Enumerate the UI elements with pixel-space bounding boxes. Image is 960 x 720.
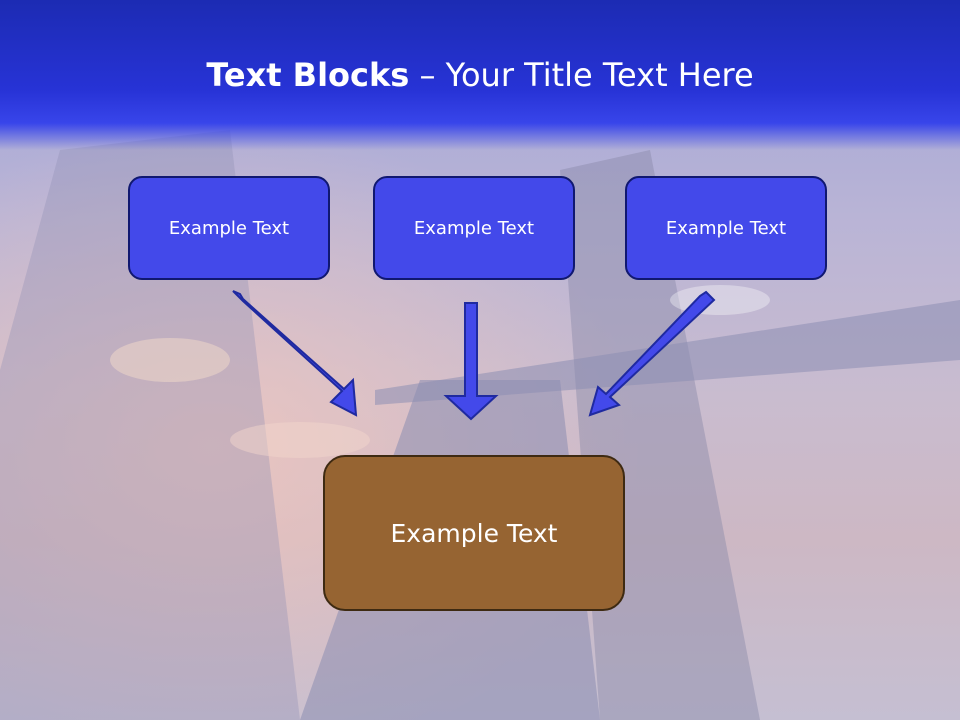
target-block-label: Example Text (390, 518, 558, 548)
text-block-3-label: Example Text (665, 217, 787, 239)
text-block-3[interactable]: Example Text (625, 176, 827, 280)
arrow-right (588, 290, 716, 417)
title-bar (0, 0, 960, 150)
text-block-2-label: Example Text (413, 217, 535, 239)
text-block-1-label: Example Text (168, 217, 290, 239)
title-rest: Your Title Text Here (445, 56, 754, 94)
target-block[interactable]: Example Text (323, 455, 625, 611)
slide-title: Text Blocks – Your Title Text Here (0, 54, 960, 96)
title-separator: – (409, 56, 446, 94)
text-block-1[interactable]: Example Text (128, 176, 330, 280)
text-block-2[interactable]: Example Text (373, 176, 575, 280)
arrow-center (443, 302, 499, 421)
arrow-left (232, 290, 358, 417)
title-bold: Text Blocks (206, 56, 410, 94)
